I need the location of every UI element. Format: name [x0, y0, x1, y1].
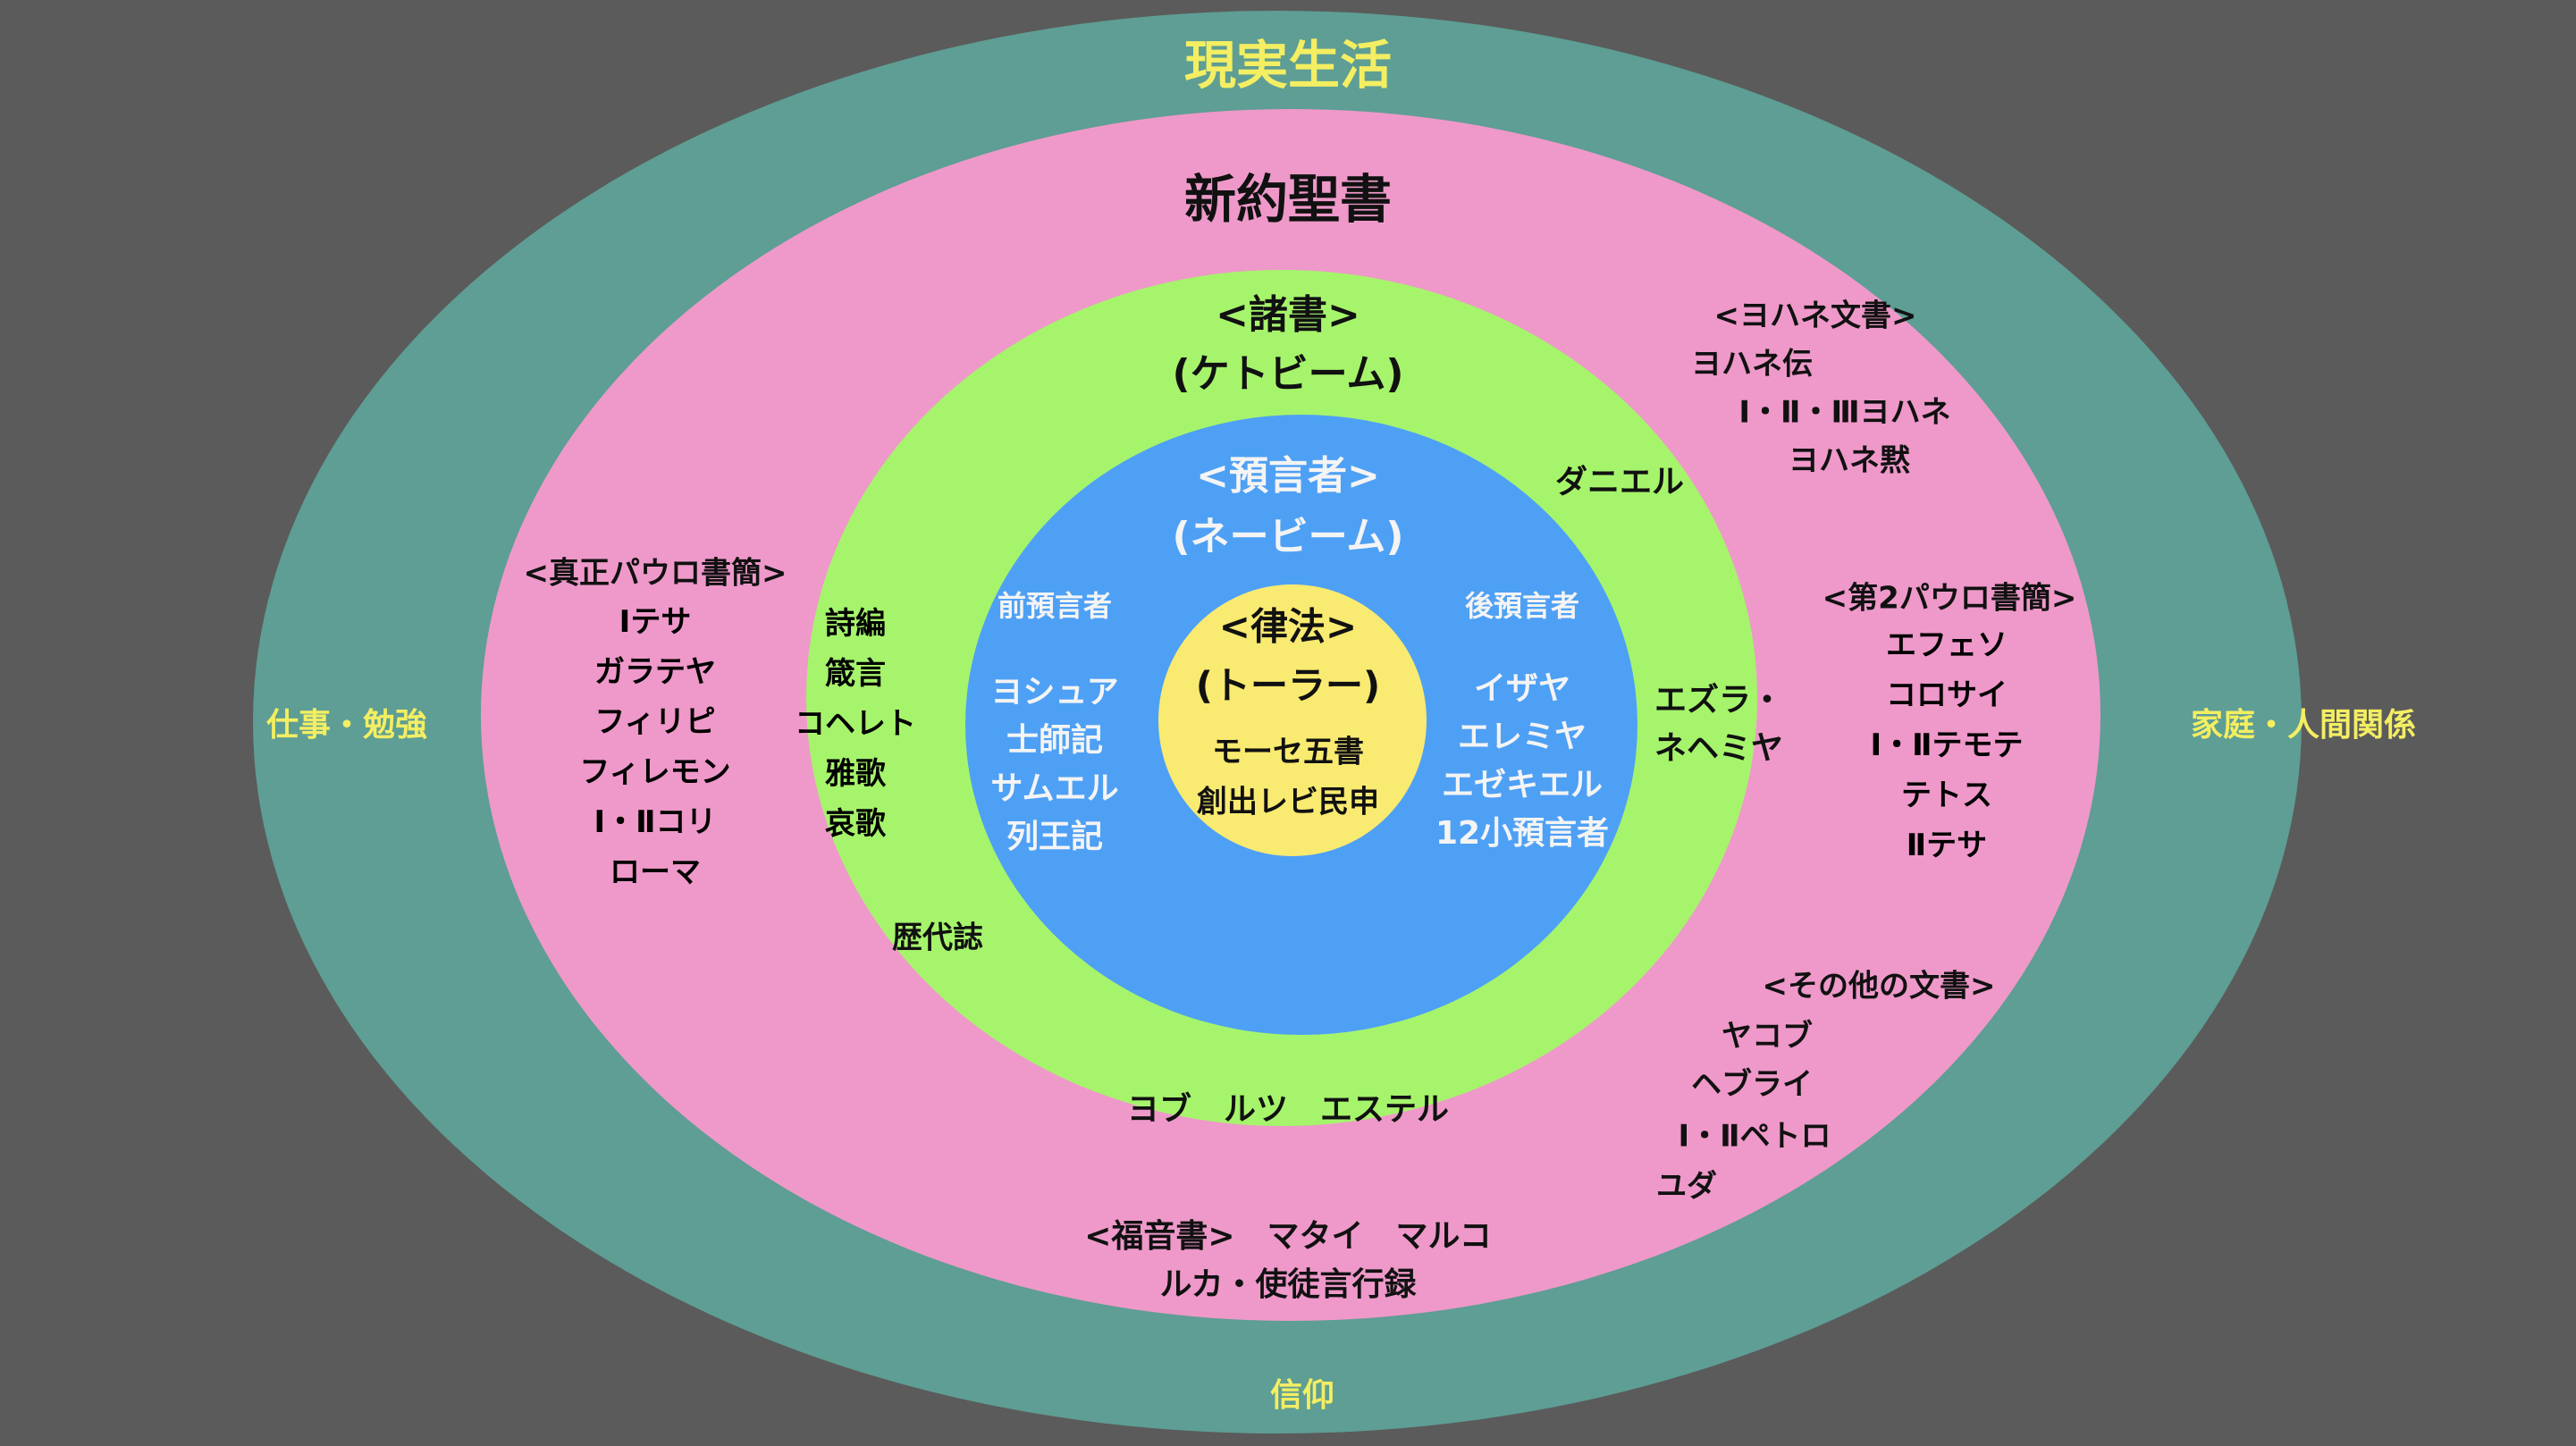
deutero-pauline-item: コロサイ — [1885, 677, 2008, 713]
authentic-pauline-heading: <真正パウロ書簡> — [523, 555, 787, 592]
ketuvim-bottom-label: ヨブ ルツ エステル — [1126, 1091, 1450, 1128]
latter-prophets-list: イザヤ エレミヤ エゼキエル 12小預言者 — [1435, 665, 1609, 858]
wisdom-book-item: 雅歌 — [825, 756, 886, 792]
life-bottom-label: 信仰 — [1269, 1377, 1335, 1414]
torah-title: <律法> — [1218, 604, 1358, 649]
johannine-item: ヨハネ伝 — [1691, 346, 1813, 383]
johannine-item: Ⅰ・Ⅱ・Ⅲヨハネ — [1738, 394, 1951, 431]
torah-subtitle: (トーラー) — [1195, 663, 1381, 708]
latter-prophets-heading: 後預言者 — [1464, 589, 1580, 623]
johannine-heading: <ヨハネ文書> — [1713, 298, 1917, 334]
other-writings-item: ヤコブ — [1722, 1018, 1813, 1055]
torah-core — [1158, 584, 1427, 856]
johannine-item: ヨハネ黙 — [1789, 442, 1910, 479]
former-prophets-heading: 前預言者 — [997, 589, 1113, 623]
deutero-pauline-item: Ⅰ・Ⅱテモテ — [1870, 727, 2024, 763]
former-prophet-item: 士師記 — [1006, 722, 1103, 759]
authentic-pauline-item: Ⅰ・Ⅱコリ — [593, 804, 717, 840]
gospels-line-2: ルカ・使徒言行録 — [1159, 1266, 1417, 1303]
ezra-label: エズラ・ — [1654, 682, 1784, 719]
authentic-pauline-item: ローマ — [609, 854, 701, 890]
latter-prophet-item: エレミヤ — [1457, 719, 1587, 755]
life-left-label: 仕事・勉強 — [265, 707, 428, 744]
deutero-pauline-item: テトス — [1900, 778, 1992, 813]
new-testament-title: 新約聖書 — [1183, 169, 1393, 230]
former-prophet-item: 列王記 — [1006, 819, 1103, 855]
authentic-pauline-item: フィレモン — [579, 754, 731, 790]
daniel-label: ダニエル — [1554, 464, 1685, 500]
chronicles-label: 歴代誌 — [892, 920, 983, 956]
latter-prophet-item: イザヤ — [1473, 670, 1571, 707]
wisdom-books-list: 詩編 箴言 コヘレト 雅歌 哀歌 — [795, 599, 916, 849]
authentic-pauline-item: Ⅰテサ — [619, 604, 692, 640]
torah-item: モーセ五書 — [1212, 734, 1364, 770]
authentic-pauline-item: フィリピ — [594, 704, 716, 740]
authentic-pauline-item: ガラテヤ — [593, 654, 716, 690]
former-prophet-item: ヨシュア — [990, 674, 1119, 710]
deutero-pauline-item: エフェソ — [1885, 627, 2008, 663]
other-writings-item: ヘブライ — [1691, 1066, 1813, 1103]
latter-prophet-item: エゼキエル — [1441, 767, 1604, 803]
gospels-line-1: <福音書> マタイ マルコ — [1084, 1218, 1492, 1255]
neviim-subtitle: (ネービーム) — [1172, 514, 1404, 559]
wisdom-book-item: 哀歌 — [825, 806, 886, 842]
ketuvim-subtitle: (ケトビーム) — [1172, 351, 1404, 397]
torah-item: 創出レビ民申 — [1197, 784, 1379, 820]
nehemiah-label: ネヘミヤ — [1654, 730, 1784, 767]
wisdom-book-item: 箴言 — [825, 656, 886, 692]
life-title: 現実生活 — [1183, 35, 1393, 96]
deutero-pauline-list: エフェソ コロサイ Ⅰ・Ⅱテモテ テトス Ⅱテサ — [1870, 620, 2023, 870]
deutero-pauline-heading: <第2パウロ書簡> — [1822, 580, 2077, 617]
former-prophets-list: ヨシュア 士師記 サムエル 列王記 — [990, 668, 1118, 862]
other-writings-heading: <その他の文書> — [1762, 968, 1996, 1005]
wisdom-book-item: 詩編 — [825, 606, 886, 642]
wisdom-book-item: コヘレト — [795, 706, 916, 742]
other-writings-item: ユダ — [1656, 1168, 1717, 1205]
life-right-label: 家庭・人間関係 — [2190, 707, 2417, 744]
deutero-pauline-item: Ⅱテサ — [1906, 828, 1988, 863]
latter-prophet-item: 12小預言者 — [1435, 815, 1610, 852]
ketuvim-title: <諸書> — [1216, 292, 1360, 338]
neviim-title: <預言者> — [1196, 453, 1380, 499]
authentic-pauline-list: Ⅰテサ ガラテヤ フィリピ フィレモン Ⅰ・Ⅱコリ ローマ — [579, 597, 730, 897]
former-prophet-item: サムエル — [990, 770, 1119, 807]
other-writings-item: Ⅰ・Ⅱペトロ — [1678, 1118, 1831, 1155]
